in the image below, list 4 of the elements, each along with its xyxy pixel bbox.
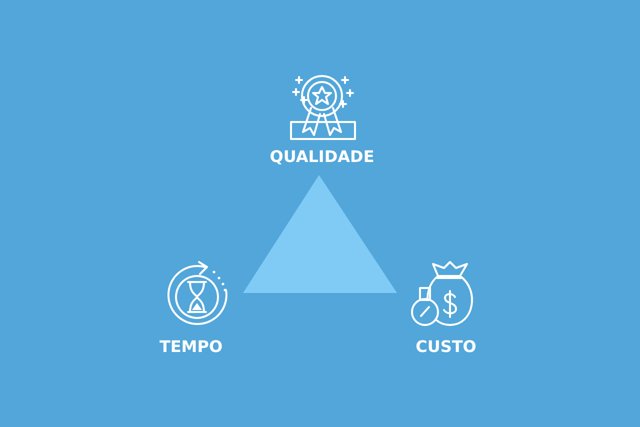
category-label: QUALIDADE <box>270 147 374 167</box>
category-label: CUSTO <box>416 337 476 357</box>
triangle <box>243 175 397 293</box>
category-label: TEMPO <box>159 337 223 357</box>
